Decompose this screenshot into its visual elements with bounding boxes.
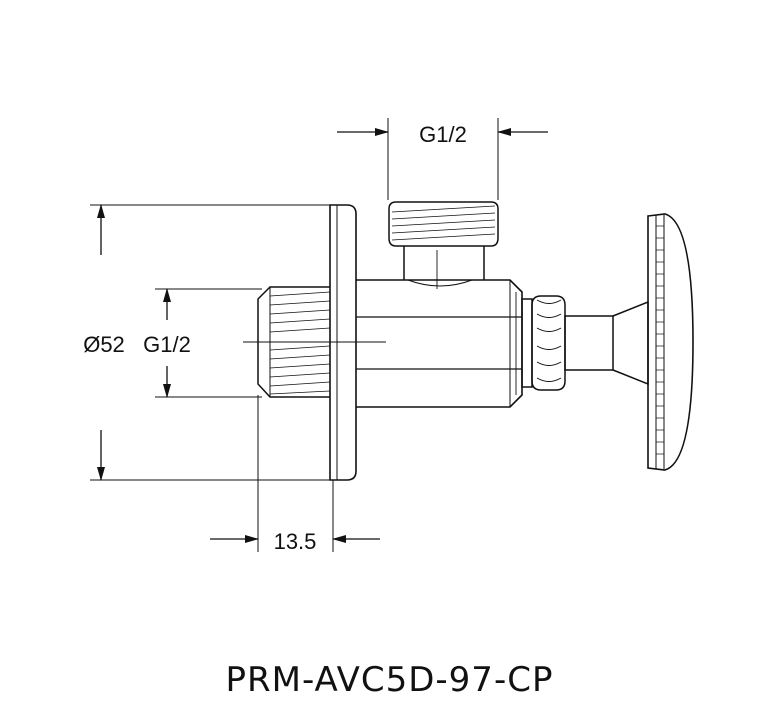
valve-stem [564,300,649,386]
model-code: PRM-AVC5D-97-CP [225,660,554,700]
diameter-label: Ø52 [83,332,125,357]
inlet-thread-label: G1/2 [143,332,191,357]
depth-label: 13.5 [274,529,317,554]
wall-flange [329,204,357,481]
diameter-dimension [90,204,345,481]
inlet-thread [257,286,331,398]
handle-wheel [647,213,694,471]
hex-nut [521,295,566,391]
outlet-nut [388,201,499,280]
depth-dimension [210,395,380,552]
top-dimension-label: G1/2 [419,122,467,147]
top-dimension [337,118,548,200]
valve-body [356,250,523,408]
inlet-thread-dimension [155,288,262,398]
